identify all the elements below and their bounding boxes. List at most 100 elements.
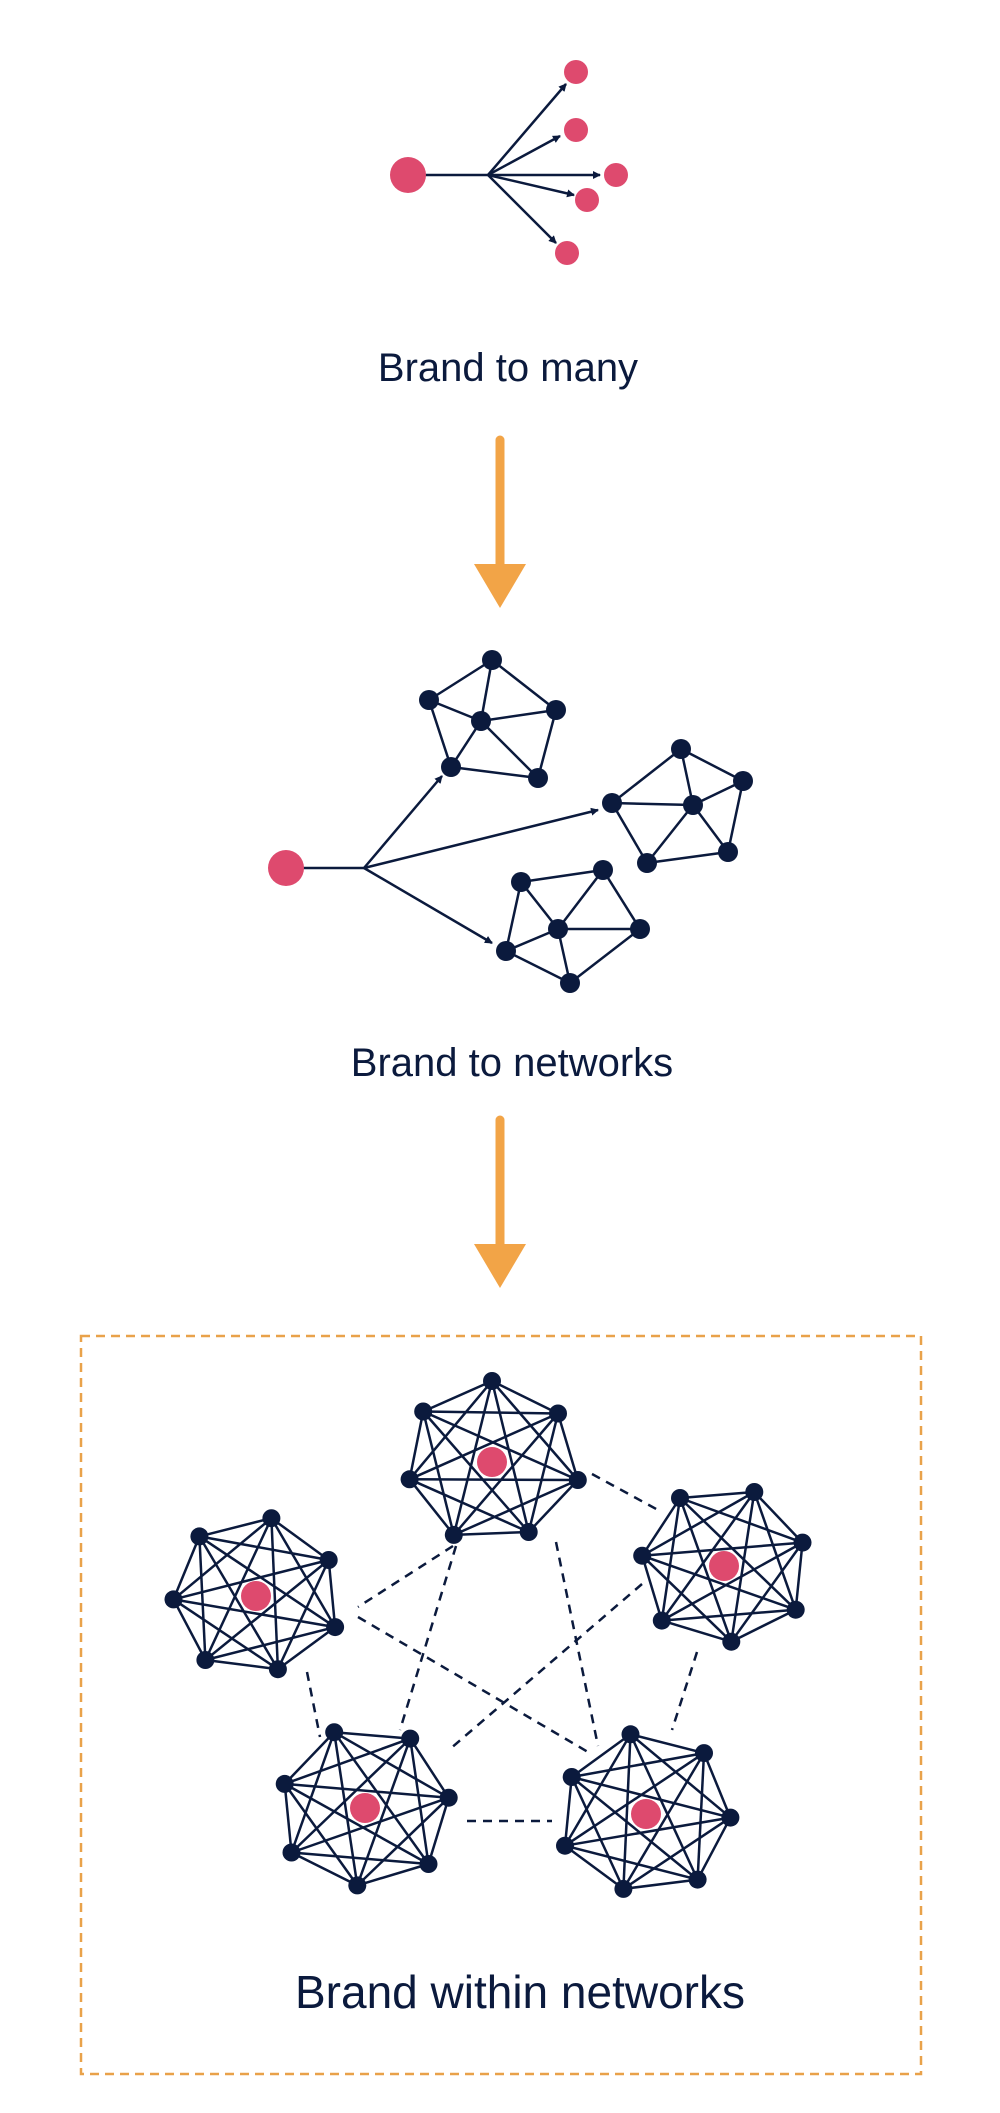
network-edge <box>421 1411 456 1536</box>
stage-label: Brand to networks <box>351 1041 673 1085</box>
stage-brand-to-many: Brand to many <box>378 60 638 390</box>
network-node <box>568 1471 587 1489</box>
brand-node <box>268 850 304 886</box>
network-edge <box>622 1734 632 1889</box>
network-edge <box>753 1491 797 1611</box>
network-edge <box>641 1555 663 1621</box>
inter-network-link <box>591 1472 659 1512</box>
network-edge <box>422 1410 579 1482</box>
network-node <box>633 1546 652 1565</box>
highlight-frame <box>79 1334 923 2076</box>
network-node <box>275 1774 294 1793</box>
network-edge <box>427 699 453 768</box>
network-edge <box>678 1497 733 1643</box>
network-edge <box>490 1380 530 1533</box>
network-edge <box>276 1559 330 1670</box>
network-edge <box>270 1517 337 1628</box>
network-edge <box>205 1658 279 1671</box>
network-edge <box>204 1559 330 1661</box>
network-node <box>196 1651 215 1669</box>
broadcast-arrows <box>408 83 601 244</box>
network-node <box>471 711 491 731</box>
stage-brand-to-networks: Brand to networks <box>268 650 753 1085</box>
network-node <box>511 872 531 892</box>
network-edge <box>611 801 694 807</box>
network-edge <box>491 659 557 711</box>
broadcast-arrow <box>487 174 557 244</box>
stage-label: Brand within networks <box>295 1966 745 2018</box>
network-edge <box>702 1752 732 1819</box>
network-edge <box>661 1619 732 1643</box>
network-node <box>652 1611 671 1630</box>
network-edge <box>641 1490 755 1557</box>
network-edge <box>422 1379 493 1413</box>
network-node <box>671 739 691 759</box>
network-node <box>439 1788 458 1807</box>
network-node <box>528 768 548 788</box>
network-edge <box>536 709 558 779</box>
network-node <box>348 1876 367 1895</box>
network-edge <box>409 1412 559 1481</box>
network-node <box>441 757 461 777</box>
network-edge <box>610 802 649 864</box>
network-node <box>593 860 613 880</box>
stage-label: Brand to many <box>378 346 638 390</box>
network-edge <box>270 1517 330 1562</box>
audience-node <box>555 241 579 265</box>
connected-network <box>556 1725 740 1898</box>
network-edge <box>661 1608 796 1622</box>
network-edge <box>563 1733 632 1847</box>
network-edge <box>284 1782 449 1799</box>
network-node <box>637 853 657 873</box>
network-node <box>414 1402 433 1421</box>
network-node <box>444 1525 463 1544</box>
network-edge <box>452 1380 494 1536</box>
network-edge <box>520 868 604 884</box>
network-edge <box>505 949 571 985</box>
network-node <box>326 1618 345 1637</box>
network-node <box>621 1725 640 1744</box>
network-edge <box>480 720 539 779</box>
network-edge <box>629 1733 732 1819</box>
network-edge <box>428 658 493 702</box>
inter-network-link <box>305 1671 322 1738</box>
network-node <box>721 1808 740 1827</box>
network-edge <box>679 1490 755 1500</box>
brand-node <box>350 1793 380 1823</box>
network-edge <box>423 1410 559 1415</box>
inter-network-link <box>357 1615 589 1754</box>
network-edge <box>611 748 682 804</box>
network-node <box>419 1855 438 1873</box>
network-node <box>190 1527 209 1546</box>
network-edge <box>290 1731 336 1853</box>
stage-brand-within-networks: Brand within networks <box>79 1334 923 2076</box>
network-edge <box>333 1731 430 1865</box>
network-edge <box>680 747 744 783</box>
network-edge <box>661 1541 804 1622</box>
network-edge <box>453 1478 579 1537</box>
audience-node <box>564 118 588 142</box>
brand-node <box>709 1551 739 1581</box>
network-edge <box>283 1731 336 1785</box>
network-node <box>556 1836 574 1855</box>
small-network <box>602 739 753 873</box>
network-edge <box>726 780 745 853</box>
network-edge <box>629 1733 699 1881</box>
network-node <box>282 1843 301 1862</box>
network-edge <box>491 1379 559 1415</box>
network-edge <box>356 1796 450 1887</box>
network-node <box>164 1590 183 1609</box>
network-edge <box>563 1776 573 1846</box>
network-edge <box>504 881 523 952</box>
network-edge <box>290 1737 412 1854</box>
inter-network-link <box>670 1651 699 1731</box>
network-edge <box>172 1517 273 1601</box>
network-edge <box>198 1536 207 1661</box>
network-edge <box>623 1878 698 1891</box>
network-node <box>786 1600 805 1619</box>
network-edge <box>172 1598 207 1661</box>
network-edge <box>622 1752 706 1890</box>
network-edge <box>569 928 641 984</box>
transition-arrow <box>474 435 526 608</box>
network-node <box>560 973 580 993</box>
